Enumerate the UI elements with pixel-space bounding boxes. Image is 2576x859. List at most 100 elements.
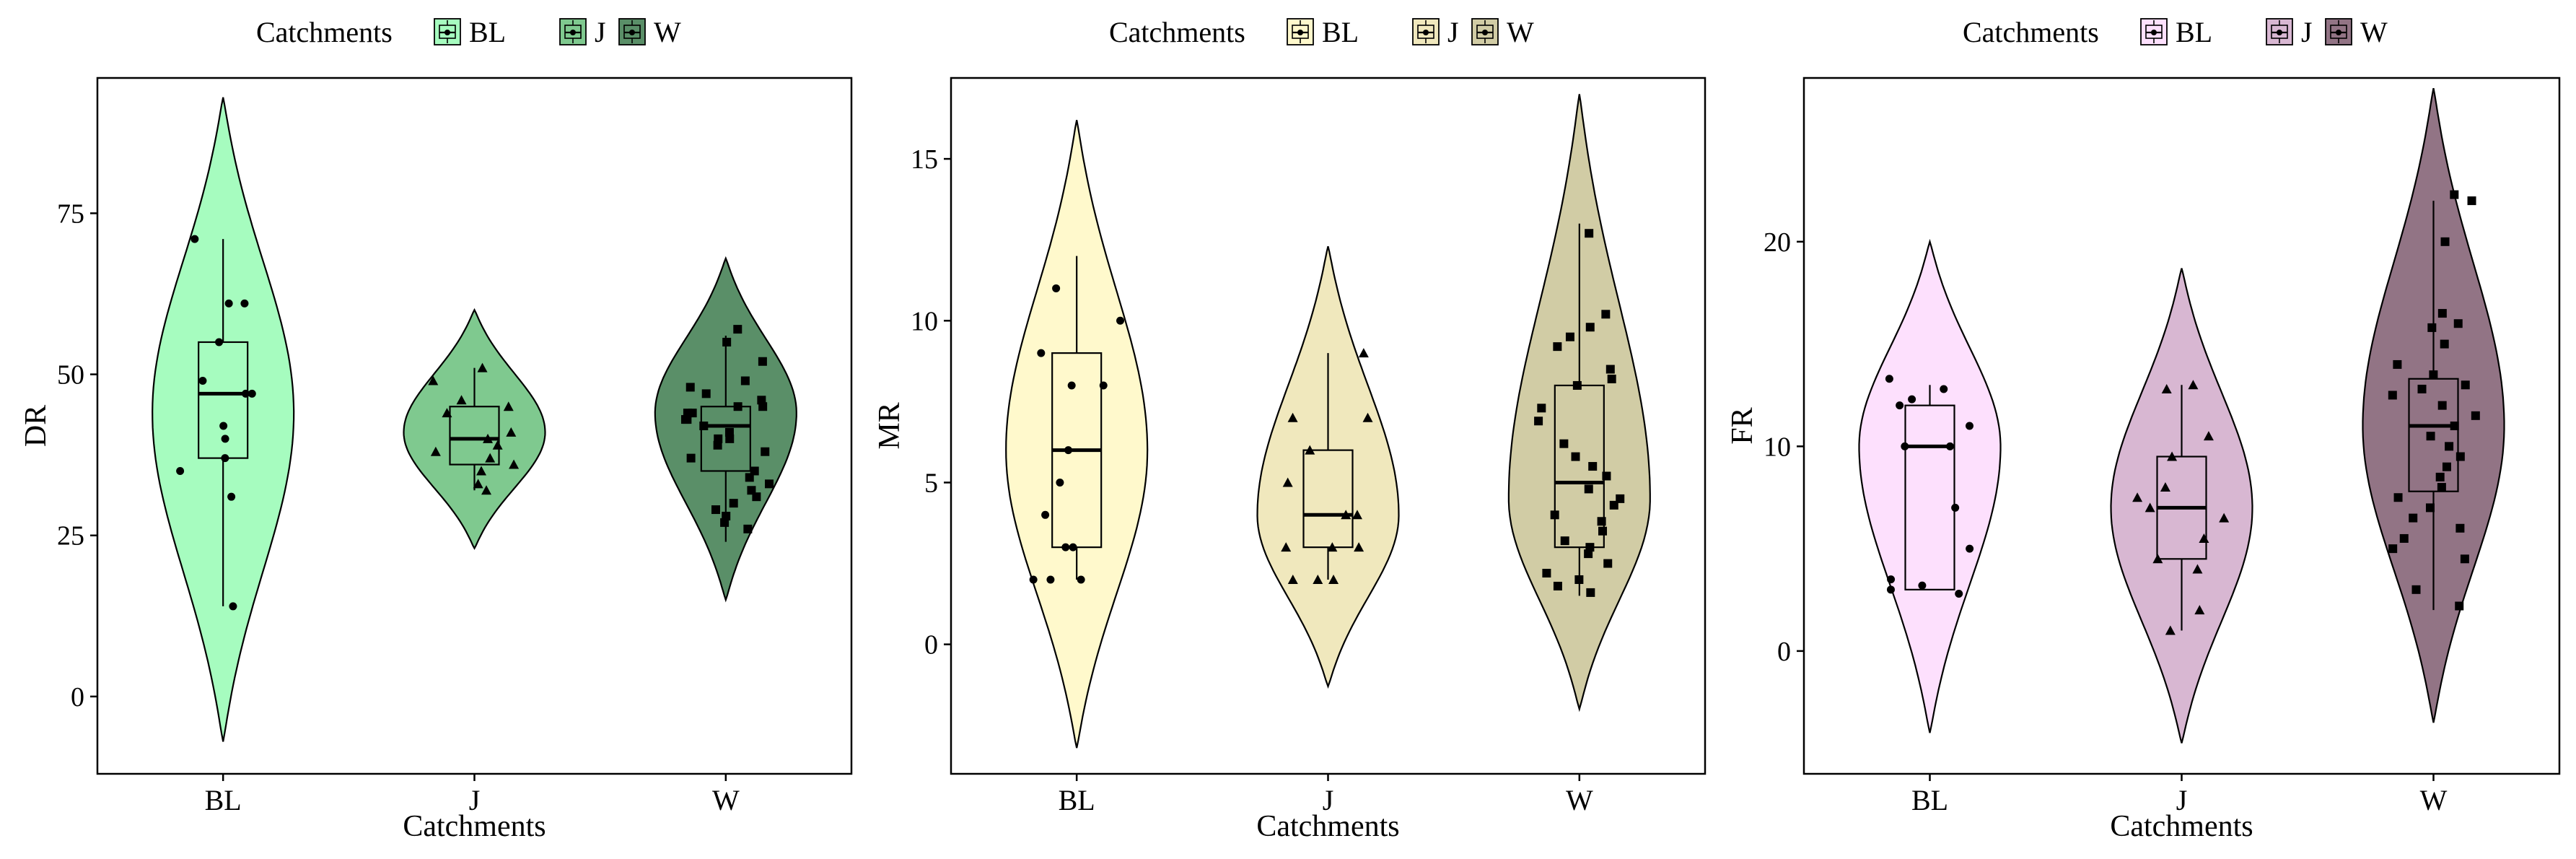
data-point — [1351, 510, 1362, 520]
data-point — [2435, 472, 2445, 481]
data-point — [1955, 589, 1963, 598]
data-point — [198, 377, 207, 385]
y-axis-title: MR — [873, 402, 906, 449]
data-point — [1571, 452, 1580, 461]
data-point — [2132, 492, 2143, 502]
data-point — [1534, 417, 1543, 426]
data-point — [1362, 412, 1373, 422]
data-point — [2388, 544, 2398, 554]
data-point — [1918, 581, 1927, 590]
data-point — [1358, 348, 1369, 358]
data-point — [758, 402, 768, 411]
y-tick-label: 10 — [1764, 432, 1791, 462]
data-point — [1965, 422, 1973, 430]
data-point — [2161, 383, 2172, 393]
legend-key-marker — [444, 30, 450, 35]
data-point — [1946, 442, 1955, 450]
y-tick-label: 5 — [924, 468, 938, 498]
data-point — [2165, 625, 2176, 635]
data-point — [240, 299, 249, 308]
data-point — [1061, 543, 1070, 551]
x-tick-label: BL — [1911, 784, 1948, 816]
data-point — [1287, 574, 1298, 584]
data-point — [176, 466, 185, 475]
legend-key-marker — [629, 30, 635, 35]
data-point — [2455, 452, 2465, 461]
data-point — [1560, 536, 1569, 546]
data-point — [2450, 190, 2459, 199]
data-point — [1607, 374, 1616, 383]
y-axis-title: DR — [19, 405, 53, 447]
legend-label: W — [1507, 16, 1534, 48]
data-point — [2461, 380, 2470, 390]
data-point — [1598, 526, 1608, 536]
data-point — [2440, 339, 2449, 349]
data-point — [2440, 237, 2450, 246]
data-point — [1885, 375, 1893, 383]
data-point — [1609, 500, 1618, 510]
data-point — [1603, 559, 1613, 568]
data-point — [1041, 510, 1050, 519]
data-point — [1354, 542, 1364, 552]
legend-key-marker — [1482, 30, 1488, 35]
y-tick-label: 15 — [911, 144, 938, 175]
legend-key-icon — [2266, 18, 2293, 45]
data-point — [492, 440, 503, 450]
data-point — [686, 453, 696, 463]
data-point — [229, 602, 237, 611]
data-point — [2437, 309, 2447, 318]
data-point — [733, 402, 742, 411]
legend-title: Catchments — [256, 16, 393, 48]
data-point — [2152, 554, 2163, 564]
data-point — [743, 524, 753, 533]
y-tick-label: 0 — [924, 630, 938, 660]
data-point — [2426, 432, 2435, 441]
y-tick-label: 0 — [1777, 637, 1791, 667]
data-point — [221, 435, 229, 443]
data-point — [2455, 523, 2465, 533]
legend-label: BL — [2176, 16, 2212, 48]
data-point — [1537, 404, 1546, 413]
data-point — [1542, 569, 1551, 578]
data-point — [1559, 439, 1569, 448]
data-point — [1584, 484, 1593, 494]
data-point — [428, 375, 439, 385]
data-point — [227, 492, 236, 501]
x-tick-label: W — [1566, 784, 1593, 816]
legend-key-icon — [618, 18, 646, 45]
y-tick-label: 10 — [911, 306, 938, 336]
data-point — [242, 389, 250, 398]
data-point — [752, 492, 761, 502]
data-point — [1046, 575, 1055, 584]
data-point — [442, 408, 452, 418]
legend-label: J — [2301, 16, 2313, 48]
data-point — [1305, 445, 1315, 455]
data-point — [1116, 316, 1125, 325]
data-point — [2388, 391, 2397, 400]
data-point — [1067, 381, 1076, 390]
data-point — [740, 376, 750, 385]
data-point — [720, 518, 730, 527]
data-point — [1553, 581, 1562, 590]
data-point — [1605, 365, 1615, 374]
data-point — [473, 479, 483, 489]
data-point — [2453, 319, 2463, 328]
legend-title: Catchments — [1963, 16, 2099, 48]
legend-key-marker — [570, 30, 576, 35]
data-point — [1056, 478, 1064, 487]
data-point — [1951, 503, 1960, 512]
data-point — [1601, 310, 1611, 319]
legend-key-icon — [1471, 18, 1499, 45]
data-point — [2427, 323, 2437, 332]
data-point — [2192, 564, 2203, 574]
data-point — [2429, 370, 2438, 380]
data-point — [711, 505, 721, 515]
data-point — [1313, 574, 1323, 584]
data-point — [765, 479, 774, 489]
data-point — [1099, 381, 1108, 390]
data-point — [2393, 493, 2403, 502]
data-point — [2437, 401, 2447, 410]
